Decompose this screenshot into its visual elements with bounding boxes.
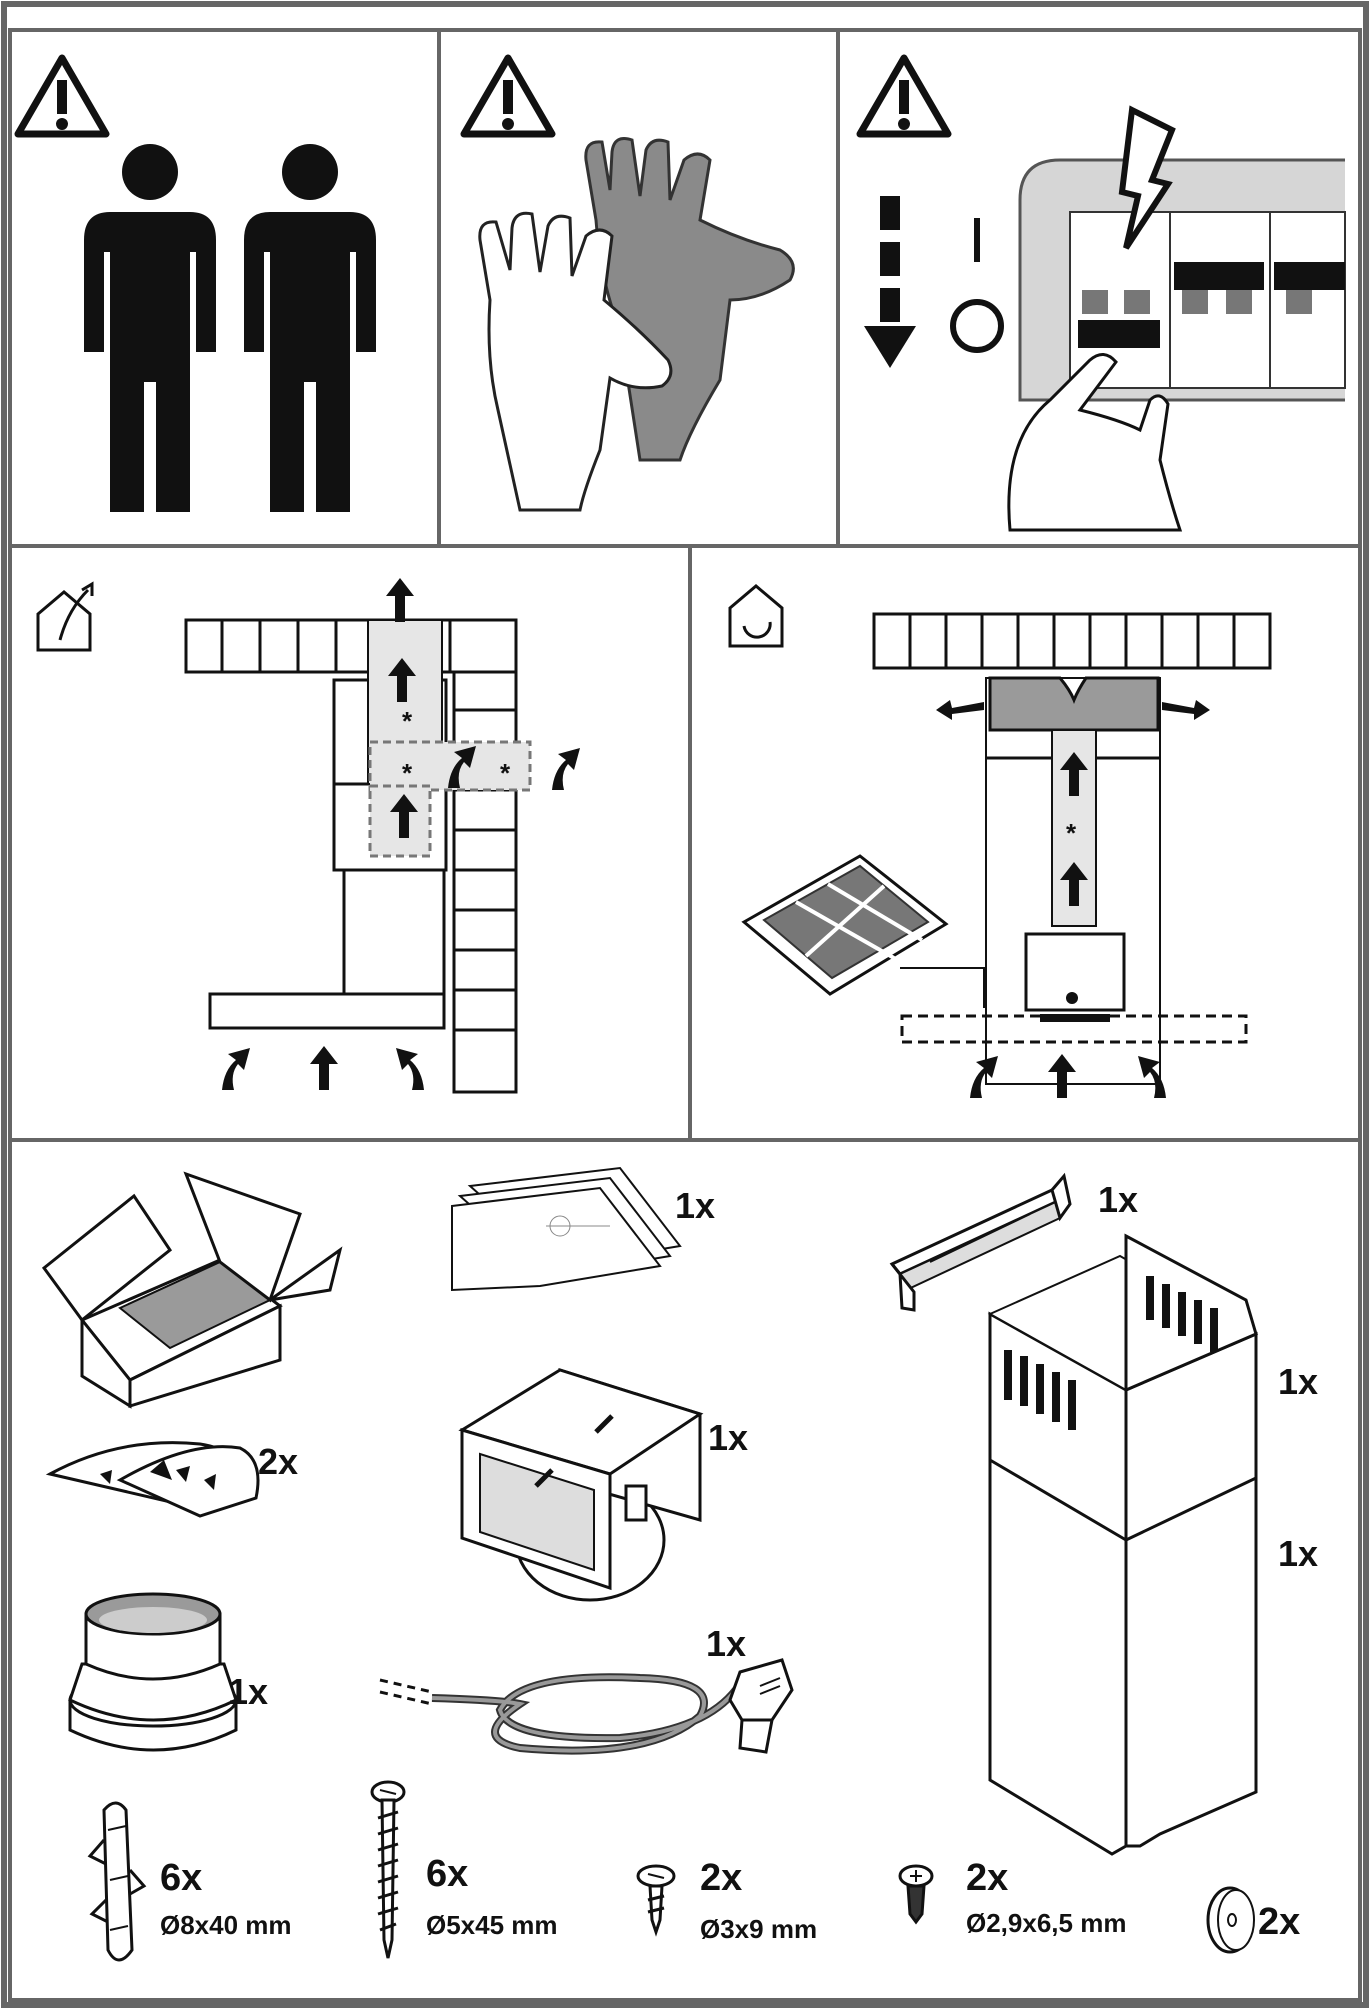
washer-icon — [1206, 1886, 1255, 1954]
protective-gloves-icon — [478, 137, 795, 512]
wall-plug-qty: 6x — [160, 1857, 202, 1899]
spacers-qty: 2x — [258, 1441, 298, 1482]
cable-qty: 1x — [706, 1623, 746, 1664]
recirculation-mode-icon — [728, 584, 784, 648]
washer-qty: 2x — [1258, 1901, 1300, 1943]
reducer-qty: 1x — [228, 1671, 268, 1712]
tiny-screw-icon — [898, 1864, 934, 1925]
deflector-qty: 1x — [708, 1417, 748, 1458]
long-screw-icon — [370, 1780, 406, 1959]
safety-row — [8, 28, 1362, 548]
chimney-icon — [987, 1233, 1259, 1856]
extraction-mode-icon — [36, 581, 94, 652]
svg-text:*: * — [500, 758, 511, 788]
svg-text:*: * — [402, 758, 413, 788]
tiny-screw-size: Ø2,9x6,5 mm — [966, 1908, 1126, 1938]
wall-plug-icon — [87, 1801, 147, 1962]
reducer-icon — [68, 1592, 238, 1752]
disconnect-power-icon — [864, 105, 1346, 532]
bracket-icon — [889, 1172, 1072, 1312]
small-screw-qty: 2x — [700, 1857, 742, 1899]
manual-qty: 1x — [675, 1185, 715, 1226]
manual-icon — [451, 1166, 682, 1292]
bracket-qty: 1x — [1098, 1179, 1138, 1220]
long-screw-qty: 6x — [426, 1853, 468, 1895]
wall-plug-size: Ø8x40 mm — [160, 1910, 292, 1940]
small-screw-icon — [636, 1864, 676, 1937]
box-icon — [41, 1171, 343, 1409]
recirculation-diagram: * — [741, 612, 1272, 1098]
svg-text:*: * — [1066, 818, 1077, 848]
long-screw-size: Ø5x45 mm — [426, 1910, 558, 1940]
power-cable-icon — [379, 1658, 794, 1755]
small-screw-size: Ø3x9 mm — [700, 1914, 817, 1944]
modes-row: * * * — [8, 544, 1362, 1142]
tiny-screw-qty: 2x — [966, 1857, 1008, 1899]
deflector-icon — [458, 1367, 704, 1602]
lower-chimney-qty: 1x — [1278, 1533, 1318, 1574]
svg-text:*: * — [402, 706, 413, 736]
extraction-diagram: * * * — [184, 578, 580, 1094]
spacers-icon — [45, 1441, 260, 1518]
upper-chimney-qty: 1x — [1278, 1361, 1318, 1402]
